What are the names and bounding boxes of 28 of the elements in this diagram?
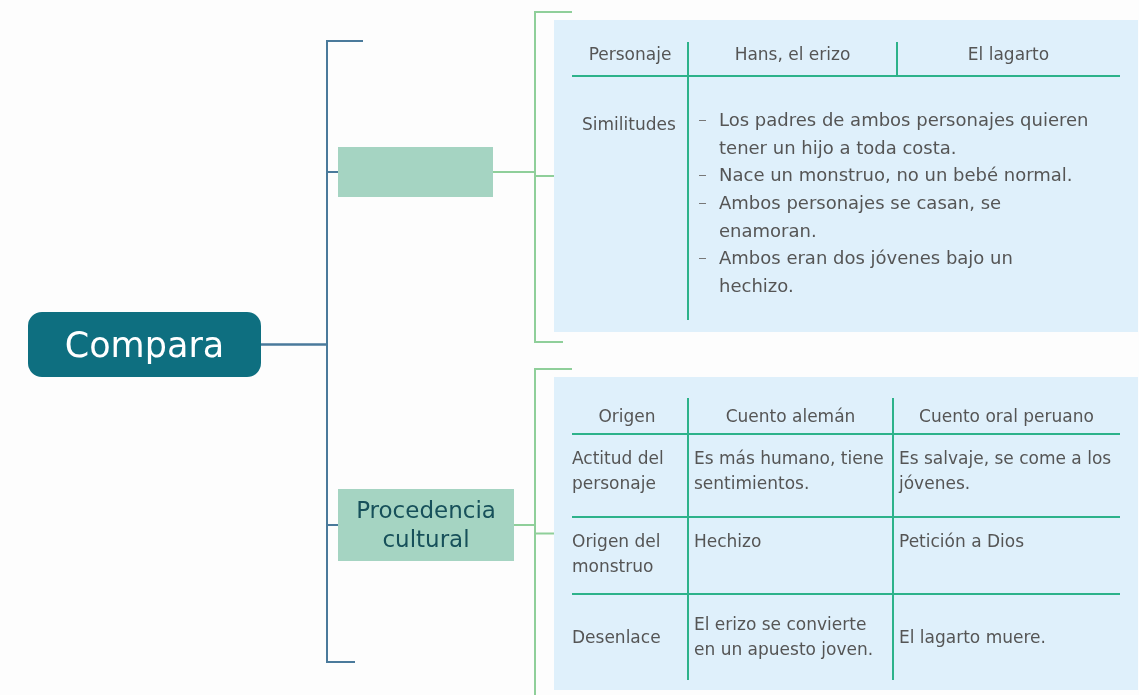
list-item: Nace un monstruo, no un bebé normal. xyxy=(719,163,1074,187)
connector-line xyxy=(260,343,339,526)
subtopic-box xyxy=(338,147,493,197)
list-item: Los padres de ambos personajes quieren tener un hijo a toda costa. xyxy=(719,108,1090,160)
table-text: Petición a Dios xyxy=(899,530,1025,553)
column-header: El lagarto xyxy=(967,43,1050,66)
table-text: Es más humano, tiene sentimientos. xyxy=(694,447,885,495)
column-header: Cuento oral peruano xyxy=(919,404,1094,428)
column-header: Hans, el erizo xyxy=(734,43,851,66)
row-header: Origen del monstruo xyxy=(572,530,662,578)
column-header: Personaje xyxy=(588,43,672,66)
connector-line xyxy=(513,524,555,535)
column-header: Origen xyxy=(598,404,656,428)
column-header: Cuento alemán xyxy=(725,404,856,428)
table-text: El erizo se convierte en un apuesto joven. xyxy=(694,613,875,661)
row-header: Desenlace xyxy=(572,625,661,649)
table-text: Es salvaje, se come a los jóvenes. xyxy=(899,447,1113,495)
table-panel xyxy=(554,377,1138,690)
subtopic-box: Procedencia cultural xyxy=(338,489,514,561)
list-item: Ambos personajes se casan, se enamoran. xyxy=(719,191,1003,243)
connector-line xyxy=(492,171,555,177)
row-header: Actitud del personaje xyxy=(572,447,665,495)
table-text: Hechizo xyxy=(694,530,762,553)
topic-box: Compara xyxy=(28,312,261,377)
table-text: El lagarto muere. xyxy=(899,625,1046,649)
table-panel xyxy=(554,20,1138,332)
list-item: Ambos eran dos jóvenes bajo un hechizo. xyxy=(719,246,1014,298)
row-header: Similitudes xyxy=(582,113,676,136)
